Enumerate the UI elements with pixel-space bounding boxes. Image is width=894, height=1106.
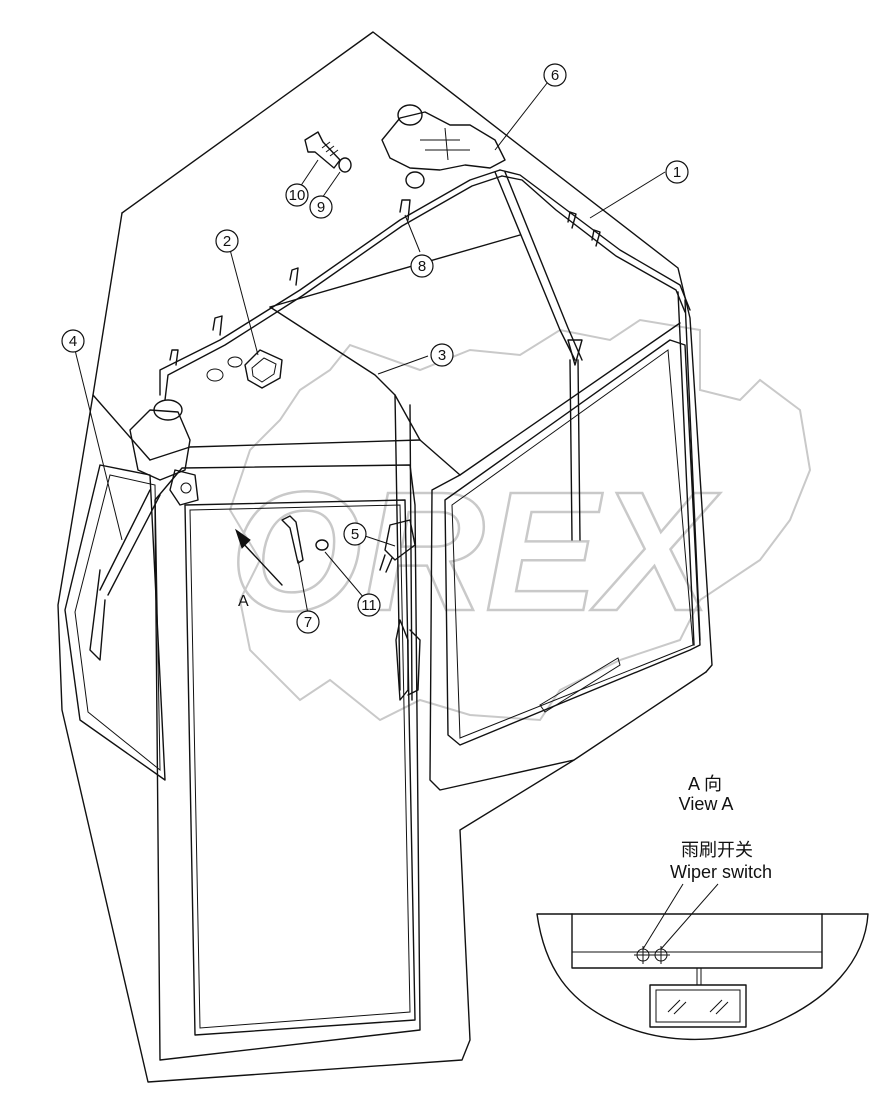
svg-text:1: 1 [673,164,681,181]
svg-text:9: 9 [317,199,325,216]
orex-watermark: OREX [229,318,812,722]
callout-6: 6 [543,63,567,87]
wiper-switch-cn: 雨刷开关 [681,840,753,860]
svg-text:3: 3 [438,347,446,364]
svg-text:10: 10 [289,187,306,204]
callout-2: 2 [215,229,239,253]
callout-3: 3 [430,343,454,367]
leader-lines [72,77,666,615]
callout-5: 5 [343,522,367,546]
callout-bubbles: 1 6 2 3 4 8 10 9 5 7 11 [61,63,689,634]
wiring-harness [89,104,691,701]
svg-text:7: 7 [304,614,312,631]
callout-1: 1 [665,160,689,184]
svg-text:6: 6 [551,67,559,84]
callout-7: 7 [296,610,320,634]
callout-8: 8 [410,254,434,278]
view-a-cn: A 向 [688,774,722,794]
svg-text:4: 4 [69,333,77,350]
view-a-en: View A [679,794,734,814]
view-a-caption: A 向 View A 雨刷开关 Wiper switch [670,774,772,882]
svg-text:11: 11 [361,597,377,614]
svg-text:5: 5 [351,526,359,543]
callout-9: 9 [309,195,333,219]
view-marker-a: A [238,593,249,610]
cab-outline [57,31,713,1083]
callout-10: 10 [285,183,309,207]
wiper-switch-en: Wiper switch [670,862,772,882]
svg-text:2: 2 [223,233,231,250]
callout-11: 11 [357,593,381,617]
callout-4: 4 [61,329,85,353]
view-a-detail [536,883,869,1041]
svg-text:8: 8 [418,258,426,275]
